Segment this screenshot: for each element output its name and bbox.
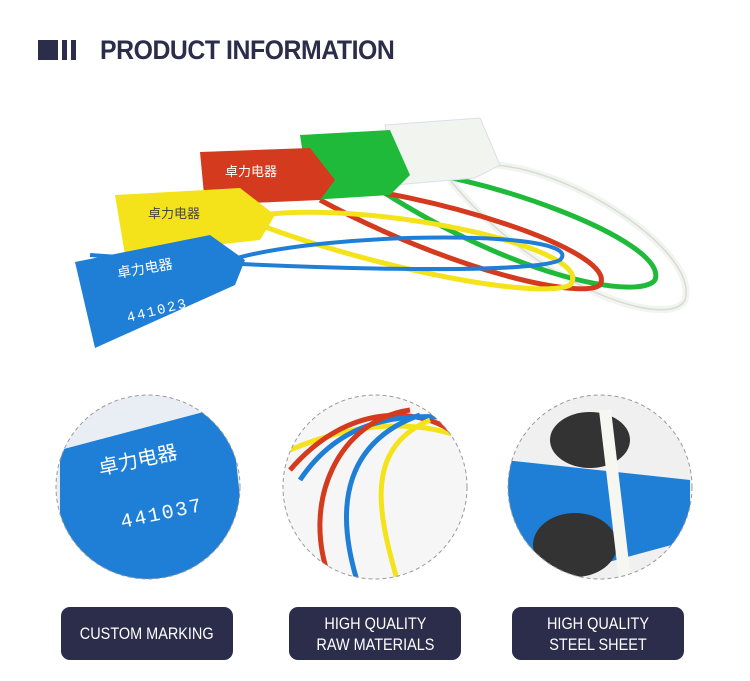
label-text: CUSTOM MARKING — [80, 624, 214, 643]
page-title: PRODUCT INFORMATION — [100, 34, 395, 65]
label-line2: RAW MATERIALS — [315, 634, 435, 654]
header-bar-icon — [62, 40, 67, 60]
label-line1: HIGH QUALITY — [323, 613, 426, 633]
custom-marking-label: CUSTOM MARKING — [61, 607, 233, 660]
label-line1: HIGH QUALITY — [547, 613, 649, 633]
header-bar-icon — [71, 40, 76, 60]
header-square-icon — [38, 40, 58, 60]
section-header: PRODUCT INFORMATION — [38, 34, 420, 66]
yellow-tag-brand: 卓力电器 — [148, 206, 200, 221]
seal-loops — [89, 161, 690, 314]
detail-raw-materials — [283, 395, 467, 579]
yellow-tag — [115, 188, 275, 255]
detail-custom-marking: 卓力电器 441037 — [56, 395, 240, 579]
blue-tag — [75, 235, 245, 348]
red-tag-brand: 卓力电器 — [225, 164, 277, 179]
label-line2: STEEL SHEET — [549, 634, 647, 654]
detail-steel-sheet — [508, 395, 692, 579]
